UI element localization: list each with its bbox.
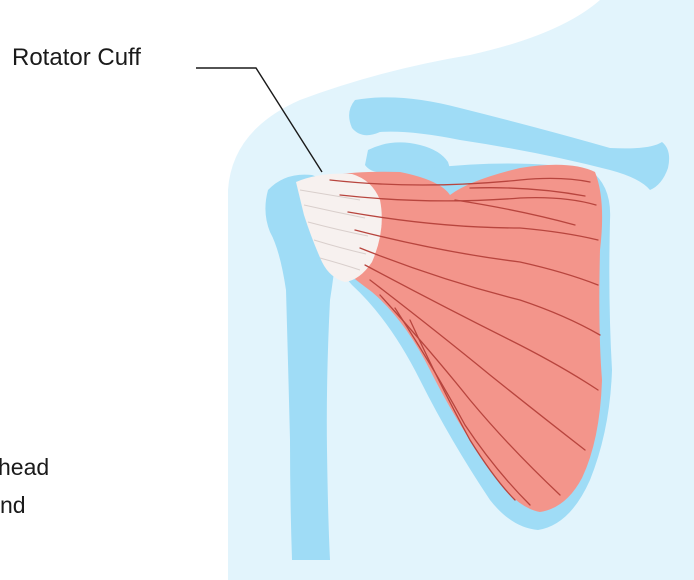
cut-off-label-head: head (0, 454, 49, 481)
rotator-cuff-label: Rotator Cuff (12, 44, 141, 72)
cut-off-label-nd: nd (0, 492, 26, 519)
